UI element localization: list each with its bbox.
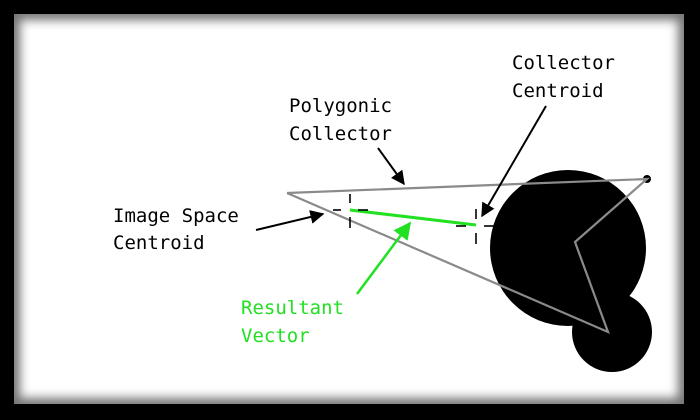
polygonic-collector-label: Polygonic Collector — [289, 95, 403, 145]
image-space-centroid-label: Image Space Centroid — [113, 205, 250, 254]
large-blob — [490, 170, 646, 326]
polygonic-collector-arrow — [377, 147, 405, 186]
image-space-centroid-label-line1: Image Space — [113, 205, 239, 227]
collector-centroid-label-line1: Collector — [512, 52, 615, 74]
image-space-centroid-label-line2: Centroid — [113, 232, 205, 254]
polygonic-collector-label-line2: Collector — [289, 123, 392, 145]
resultant-vector-arrow — [355, 221, 412, 295]
collector-centroid-label-line2: Centroid — [512, 80, 604, 102]
resultant-vector-label-line1: Resultant — [241, 297, 344, 319]
resultant-vector-label-line2: Vector — [241, 325, 310, 347]
image-space-centroid-arrow — [255, 210, 325, 231]
polygonic-collector-label-line1: Polygonic — [289, 95, 392, 117]
image-space-centroid-marker — [333, 194, 368, 228]
resultant-vector-line — [349, 208, 477, 227]
collector-centroid-arrow — [481, 105, 547, 218]
collector-centroid-label: Collector Centroid — [512, 52, 626, 102]
small-blob — [572, 292, 652, 372]
collector-centroid-marker — [456, 209, 494, 244]
polygonic-collector-shape — [286, 177, 651, 335]
resultant-vector-label: Resultant Vector — [241, 297, 355, 347]
